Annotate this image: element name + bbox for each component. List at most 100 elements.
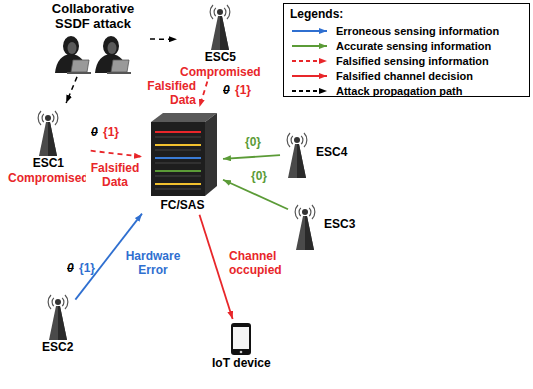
legend-line [292, 45, 327, 47]
radio-wave [38, 111, 41, 125]
tower-body [288, 144, 306, 178]
esc-tower: ESC3 [290, 200, 355, 250]
iot-device: IoT device [212, 322, 271, 371]
phone-button [240, 351, 243, 354]
legend-sample [290, 41, 330, 51]
edge-label: Channel occupied [228, 250, 292, 278]
server-slot [155, 176, 201, 177]
tower-shade [297, 144, 306, 178]
esc-tower: ESC4 [282, 128, 347, 178]
radio-wave [214, 8, 216, 16]
radio-wave [65, 295, 68, 309]
tower-tip [294, 137, 300, 143]
legend-sample [290, 86, 330, 96]
edge-label: Falsified Data [140, 80, 197, 108]
radio-wave [291, 136, 293, 144]
tower-body [39, 122, 57, 156]
tower-body [49, 306, 67, 340]
server-icon [145, 110, 220, 198]
legend-label: Falsified channel decision [336, 70, 473, 82]
fusion-server: FC/SAS [145, 110, 220, 213]
tower-shade [58, 306, 67, 340]
radio-wave [304, 133, 307, 147]
radio-wave [295, 205, 298, 219]
tower-icon [205, 0, 235, 50]
legend-box: Legends: Erroneous sensing informationAcc… [283, 3, 530, 97]
legend-line [292, 60, 327, 62]
legend-line [292, 90, 327, 92]
legend-label: Erroneous sensing information [336, 25, 499, 37]
node-label: ESC1 [33, 157, 64, 171]
esc-tower: ESC2 [42, 290, 73, 355]
node-label: ESC3 [324, 218, 355, 232]
server-slot [155, 150, 201, 151]
tower-shade [305, 216, 314, 250]
node-label: ESC5 [205, 51, 236, 65]
tower-shade [48, 122, 57, 156]
server-led [155, 183, 201, 185]
legend-item: Attack propagation path [290, 83, 523, 98]
radio-wave [55, 111, 58, 125]
radio-wave [210, 5, 213, 19]
reported-value: {1} [234, 84, 252, 98]
laptop [71, 60, 89, 72]
reported-value: {1} [78, 262, 96, 276]
attack-path [66, 77, 77, 103]
laptop [111, 60, 129, 72]
radio-wave [225, 8, 227, 16]
server-led [155, 144, 201, 146]
server-slot [155, 163, 201, 164]
phone-body [231, 323, 251, 355]
hacker-icon [51, 33, 135, 75]
tower-tip [45, 115, 51, 121]
tower-tip [55, 299, 61, 305]
radio-wave [287, 133, 290, 147]
legend-line [292, 30, 327, 32]
radio-wave [301, 136, 303, 144]
legend-label: Attack propagation path [336, 85, 463, 97]
tower-body [211, 16, 229, 50]
edge-label: {0} [240, 136, 266, 150]
server-slot [155, 137, 201, 138]
hacker-face [68, 42, 77, 54]
hacker-hood [63, 36, 79, 56]
tower-shade [220, 16, 229, 50]
radio-wave [309, 208, 311, 216]
legend-item: Erroneous sensing information [290, 23, 523, 38]
server-side [205, 113, 217, 196]
struck-value: 0 [222, 84, 231, 98]
legend-line [292, 75, 327, 77]
legend-title: Legends: [290, 7, 523, 21]
sensing-arrow [223, 155, 280, 159]
node-label: FC/SAS [160, 199, 204, 213]
phone-screen [233, 327, 249, 349]
node-label: ESC2 [42, 341, 73, 355]
tower-tip [302, 209, 308, 215]
server-led [155, 157, 201, 159]
radio-wave [227, 5, 230, 19]
laptop-base [107, 72, 131, 74]
node-label: Compromised [8, 172, 89, 186]
legend-sample [290, 71, 330, 81]
tower-icon [290, 200, 320, 250]
struck-value: 0 [66, 262, 75, 276]
edge-label: Falsified Data [86, 162, 144, 190]
attack-path [150, 38, 177, 40]
laptop-base [67, 72, 91, 74]
legend-item: Accurate sensing information [290, 38, 523, 53]
legend-item: Falsified channel decision [290, 68, 523, 83]
node-label: IoT device [212, 357, 271, 371]
sensing-arrow [199, 82, 207, 107]
server-slot [155, 189, 201, 190]
sensing-arrow [91, 151, 142, 157]
server-front [151, 122, 205, 196]
hacker-hood [103, 36, 119, 56]
radio-wave [312, 205, 315, 219]
edge-label: Hardware Error [120, 250, 186, 278]
radio-wave [53, 114, 55, 122]
sensing-arrow [223, 180, 288, 209]
radio-wave [48, 295, 51, 309]
server-led [155, 131, 201, 133]
tower-icon [282, 128, 312, 178]
reported-value: {1} [102, 126, 120, 140]
